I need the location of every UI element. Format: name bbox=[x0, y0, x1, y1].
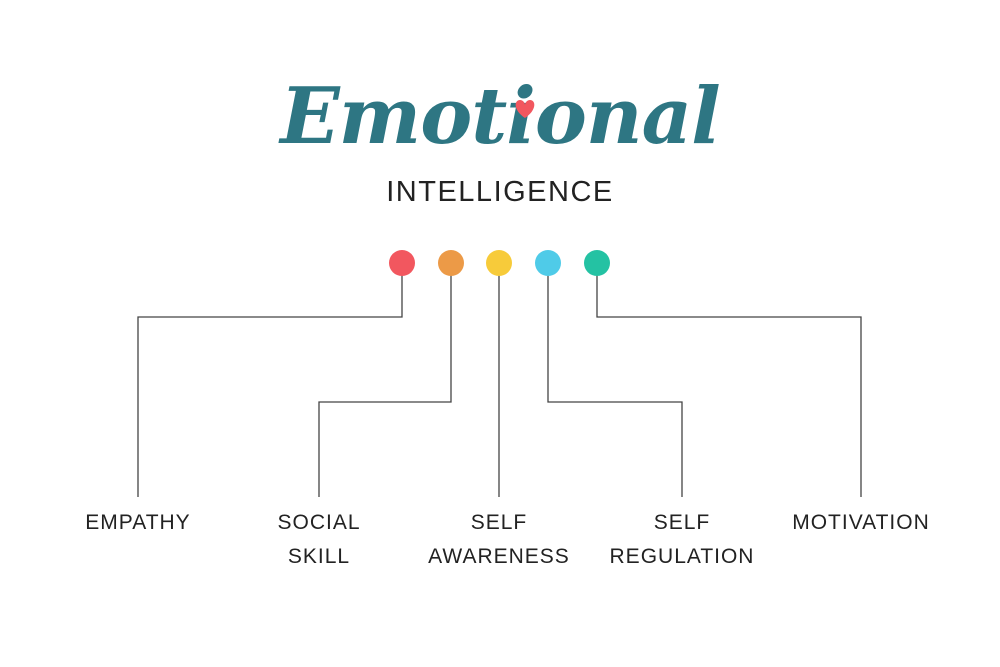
pillar-label: SELF REGULATION bbox=[610, 506, 755, 574]
heart-icon bbox=[515, 100, 535, 118]
label-line1: SOCIAL bbox=[277, 511, 361, 534]
label-line2: SKILL bbox=[287, 545, 351, 568]
pillar-label: MOTIVATION bbox=[792, 506, 930, 540]
connector-line bbox=[596, 263, 862, 497]
connector-line bbox=[547, 263, 683, 497]
pillar-dot bbox=[486, 250, 512, 276]
pillar-label: EMPATHY bbox=[85, 506, 190, 540]
logo-title: Emotional bbox=[280, 71, 721, 162]
label-line1: EMPATHY bbox=[85, 511, 191, 534]
label-line1: SELF bbox=[470, 511, 528, 534]
label-line1: MOTIVATION bbox=[792, 511, 930, 534]
logo-subtitle: INTELLIGENCE bbox=[386, 176, 614, 208]
label-line2: AWARENESS bbox=[428, 545, 570, 568]
pillar-dot bbox=[535, 250, 561, 276]
connector-line bbox=[318, 263, 452, 497]
label-line2: REGULATION bbox=[609, 545, 755, 568]
pillar-label: SELF AWARENESS bbox=[428, 506, 570, 574]
pillar-dot bbox=[438, 250, 464, 276]
pillar-dot bbox=[389, 250, 415, 276]
pillar-dot bbox=[584, 250, 610, 276]
label-line1: SELF bbox=[653, 511, 711, 534]
pillar-label: SOCIAL SKILL bbox=[277, 506, 360, 574]
connector-line bbox=[137, 263, 403, 497]
